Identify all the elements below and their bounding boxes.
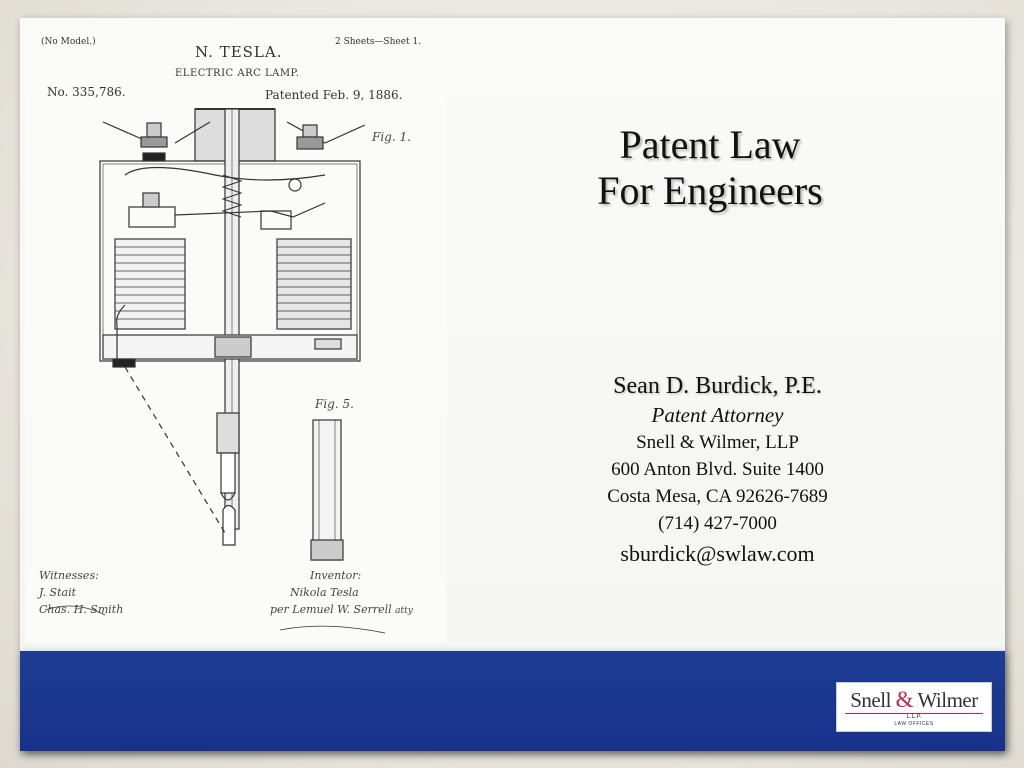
patent-number: No. 335,786. <box>47 85 126 99</box>
witness-signature-2: Chas. H. Smith <box>39 603 124 616</box>
patent-drawing: (No Model.) 2 Sheets—Sheet 1. N. TESLA. … <box>25 25 447 643</box>
patent-date: Patented Feb. 9, 1886. <box>265 88 403 102</box>
inventor-label: Inventor: <box>310 569 362 582</box>
patent-inventor-name: N. TESLA. <box>195 43 283 61</box>
presenter-firm: Snell & Wilmer, LLP <box>636 432 799 453</box>
patent-lamp-illustration <box>44 108 386 634</box>
presenter-phone: (714) 427-7000 <box>658 513 777 534</box>
logo-name-right: Wilmer <box>917 688 978 712</box>
firm-logo: Snell & Wilmer L.L.P. LAW OFFICES <box>836 682 992 732</box>
logo-wordmark: Snell & Wilmer <box>837 687 991 713</box>
attorney-signature: per Lemuel W. Serrell atty <box>270 601 413 620</box>
witnesses-label: Witnesses: <box>39 569 99 582</box>
logo-ampersand: & <box>895 687 914 712</box>
inventor-signature: Nikola Tesla <box>290 586 359 599</box>
logo-law-offices: LAW OFFICES <box>894 721 934 727</box>
logo-name-left: Snell <box>850 688 891 712</box>
presenter-contact: Sean D. Burdick, P.E. Patent Attorney Sn… <box>560 370 875 571</box>
patent-subject: ELECTRIC ARC LAMP. <box>175 68 300 79</box>
slide-title: Patent Law For Engineers <box>560 122 860 214</box>
presenter-address-2: Costa Mesa, CA 92626-7689 <box>607 486 828 507</box>
title-line-2: For Engineers <box>597 168 823 213</box>
patent-fig5-label: Fig. 5. <box>315 397 354 411</box>
attorney-name: per Lemuel W. Serrell <box>270 603 392 616</box>
patent-sheets: 2 Sheets—Sheet 1. <box>335 37 422 47</box>
patent-inventor-block: Inventor: Nikola Tesla per Lemuel W. Ser… <box>270 567 413 620</box>
presenter-role: Patent Attorney <box>651 403 784 427</box>
patent-witnesses: Witnesses: J. Stait Chas. H. Smith <box>39 567 123 618</box>
patent-fig1-label: Fig. 1. <box>372 130 411 144</box>
presenter-email[interactable]: sburdick@swlaw.com <box>620 541 815 566</box>
witness-signature-1: J. Stait <box>39 586 77 599</box>
logo-llp: L.L.P. <box>906 714 922 720</box>
presenter-name: Sean D. Burdick, P.E. <box>613 373 822 399</box>
logo-rule <box>845 713 983 714</box>
patent-no-model: (No Model.) <box>41 37 96 47</box>
presenter-address-1: 600 Anton Blvd. Suite 1400 <box>611 459 824 480</box>
attorney-suffix: atty <box>395 606 413 616</box>
title-line-1: Patent Law <box>619 122 801 167</box>
